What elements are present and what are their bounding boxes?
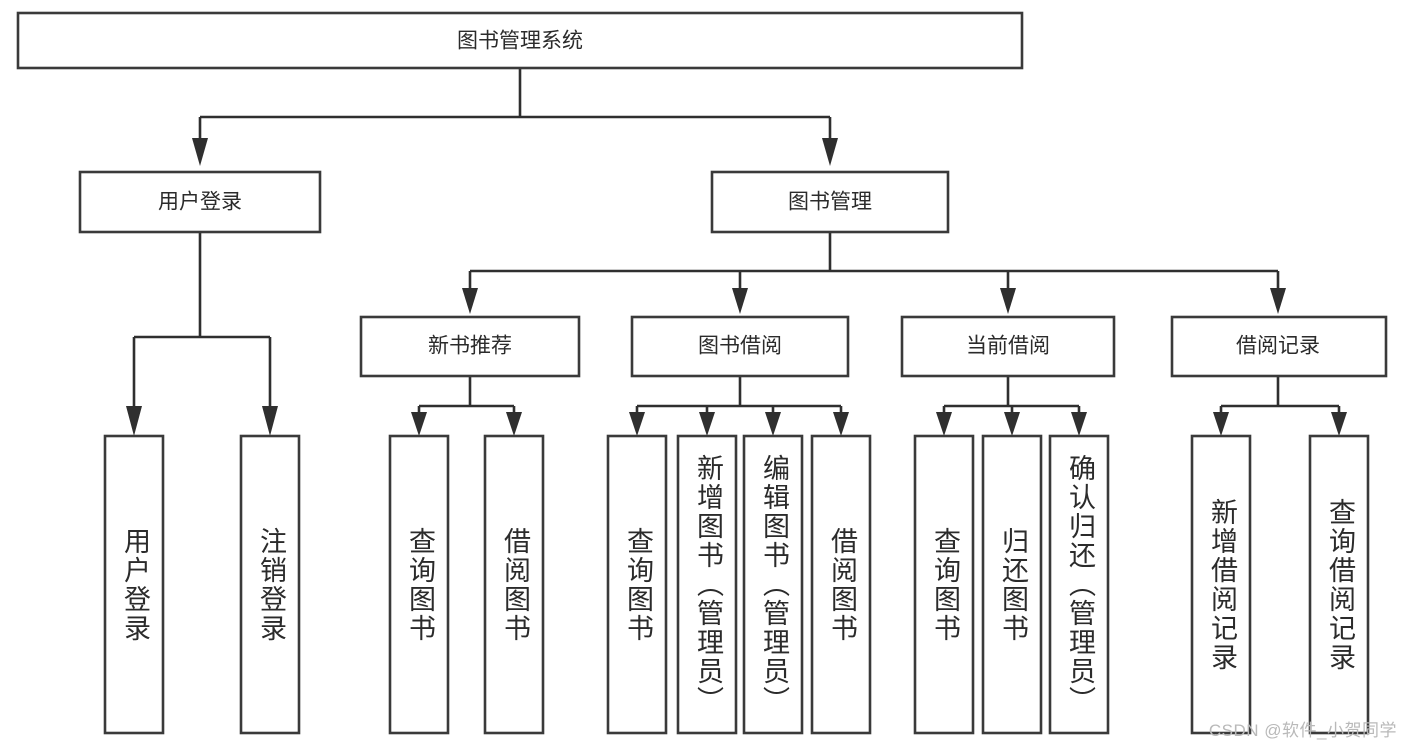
node-root-box[interactable]: [16, 11, 1024, 70]
arrow-head-newbook-borrow: [506, 412, 522, 436]
watermark-text: CSDN @软件_小贺同学: [1208, 721, 1397, 740]
node-book-borrow[interactable]: 图书借阅: [630, 315, 850, 378]
leaf-box-bookborrow-borrow[interactable]: [810, 434, 872, 735]
arrow-head-bookborrow-borrow: [833, 412, 849, 436]
connector-group-borrow-record: [1213, 376, 1347, 436]
arrow-head-currentborrow-return: [1004, 412, 1020, 436]
arrow-head-user-login: [192, 138, 208, 166]
arrow-head-borrow-record: [1270, 288, 1286, 314]
node-borrow-record-box[interactable]: [1170, 315, 1388, 378]
node-book-management-label: 图书管理: [788, 191, 872, 214]
node-user-login[interactable]: 用户登录: [78, 170, 322, 234]
arrow-head-book-borrow: [732, 288, 748, 314]
arrow-head-book-mgmt: [822, 138, 838, 166]
arrow-head-new-book-recommend: [462, 288, 478, 314]
node-borrow-record-label: 借阅记录: [1236, 335, 1320, 358]
connector-group-current-borrow: [936, 376, 1087, 436]
leaf-box-currentborrow-confirm[interactable]: [1048, 434, 1110, 735]
arrow-head-current-borrow: [1000, 288, 1016, 314]
arrow-head-bookborrow-query: [629, 412, 645, 436]
leaf-box-bookborrow-add[interactable]: [676, 434, 738, 735]
node-book-borrow-label: 图书借阅: [698, 335, 782, 358]
arrow-head-bookborrow-add: [699, 412, 715, 436]
node-user-login-box[interactable]: [78, 170, 322, 234]
arrow-head-bookborrow-edit: [765, 412, 781, 436]
leaf-box-newbook-query[interactable]: [388, 434, 450, 735]
node-new-book-recommend[interactable]: 新书推荐: [359, 315, 581, 378]
leaf-box-currentborrow-return[interactable]: [981, 434, 1043, 735]
connector-group-book-borrow: [629, 376, 849, 436]
leaf-box-currentborrow-query[interactable]: [913, 434, 975, 735]
arrow-head-newbook-query: [411, 412, 427, 436]
node-new-book-recommend-box[interactable]: [359, 315, 581, 378]
leaf-box-newbook-borrow[interactable]: [483, 434, 545, 735]
connector-group-root: [192, 68, 838, 166]
connector-group-new-book-recommend: [411, 376, 522, 436]
node-book-borrow-box[interactable]: [630, 315, 850, 378]
node-root-label: 图书管理系统: [457, 30, 583, 53]
leaf-box-borrowrecord-query[interactable]: [1308, 434, 1370, 735]
leaf-box-user-login[interactable]: [103, 434, 165, 735]
leaf-box-borrowrecord-add[interactable]: [1190, 434, 1252, 735]
node-root[interactable]: 图书管理系统: [16, 11, 1024, 70]
arrow-head-currentborrow-confirm: [1071, 412, 1087, 436]
arrow-head-borrowrecord-add: [1213, 412, 1229, 436]
leaf-boxes: [103, 434, 1370, 735]
node-current-borrow[interactable]: 当前借阅: [900, 315, 1116, 378]
leaf-box-logout[interactable]: [239, 434, 301, 735]
node-book-management-box[interactable]: [710, 170, 950, 234]
connector-group-user-login: [126, 232, 278, 436]
node-borrow-record[interactable]: 借阅记录: [1170, 315, 1388, 378]
node-current-borrow-box[interactable]: [900, 315, 1116, 378]
arrow-head-leaf-user-login: [126, 406, 142, 436]
node-book-management[interactable]: 图书管理: [710, 170, 950, 234]
arrow-head-leaf-logout: [262, 406, 278, 436]
leaf-box-bookborrow-edit[interactable]: [742, 434, 804, 735]
node-user-login-label: 用户登录: [158, 191, 242, 214]
node-current-borrow-label: 当前借阅: [966, 335, 1050, 358]
arrow-head-borrowrecord-query: [1331, 412, 1347, 436]
connector-group-book-management: [462, 232, 1286, 314]
arrow-head-currentborrow-query: [936, 412, 952, 436]
leaf-box-bookborrow-query[interactable]: [606, 434, 668, 735]
node-new-book-recommend-label: 新书推荐: [428, 335, 512, 358]
